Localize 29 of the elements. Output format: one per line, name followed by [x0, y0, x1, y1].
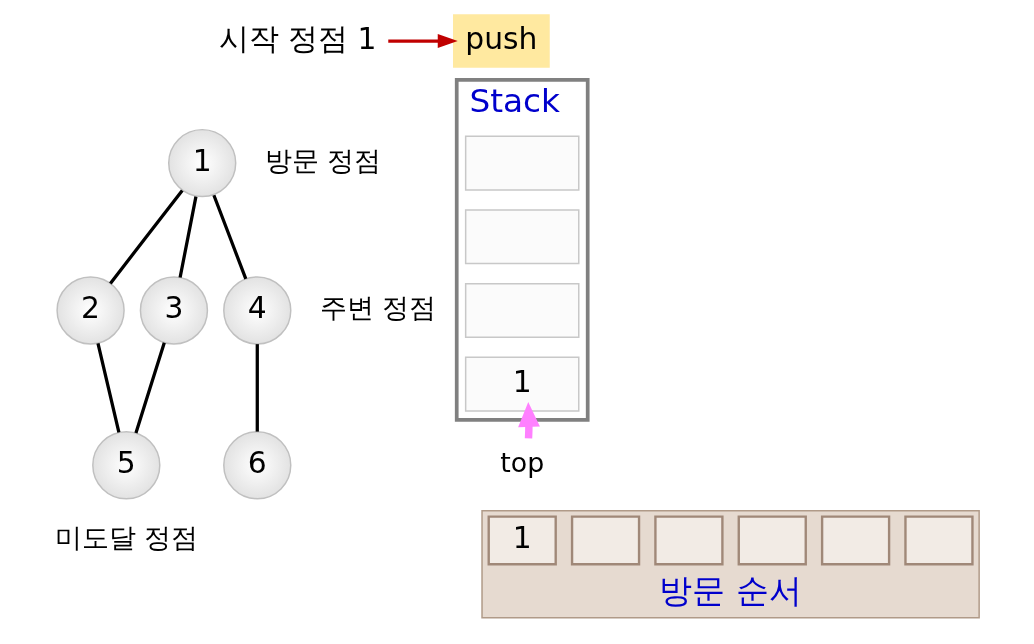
- connector: [255, 344, 259, 432]
- node-box: [737, 515, 807, 566]
- node-box: [820, 515, 891, 566]
- node-circle: 2: [56, 276, 125, 345]
- node-label: 방문 정점: [264, 144, 382, 176]
- node-text: 시작 정점 1: [218, 20, 377, 56]
- node-circle: 3: [139, 276, 209, 345]
- node-circle: 4: [223, 276, 292, 345]
- arrow: [388, 34, 458, 49]
- node-box: 1: [487, 515, 557, 566]
- node-box: [904, 515, 974, 566]
- node-box: [570, 515, 641, 566]
- node-box: [464, 209, 580, 265]
- node-box: [464, 135, 580, 191]
- connector: [134, 342, 166, 434]
- connector: [178, 196, 198, 278]
- node-circle: 1: [167, 128, 237, 198]
- connector: [109, 189, 184, 285]
- node-box: 1: [464, 356, 580, 412]
- connector: [212, 194, 248, 280]
- node-box: [464, 282, 580, 338]
- node-box: push: [453, 14, 550, 68]
- node-text: top: [500, 446, 545, 478]
- node-box: [654, 515, 724, 566]
- node-label: 주변 정점: [319, 292, 437, 324]
- node-circle: 5: [92, 431, 161, 500]
- node-circle: 6: [223, 431, 292, 500]
- node-label: 미도달 정점: [54, 521, 199, 553]
- connector: [96, 343, 121, 433]
